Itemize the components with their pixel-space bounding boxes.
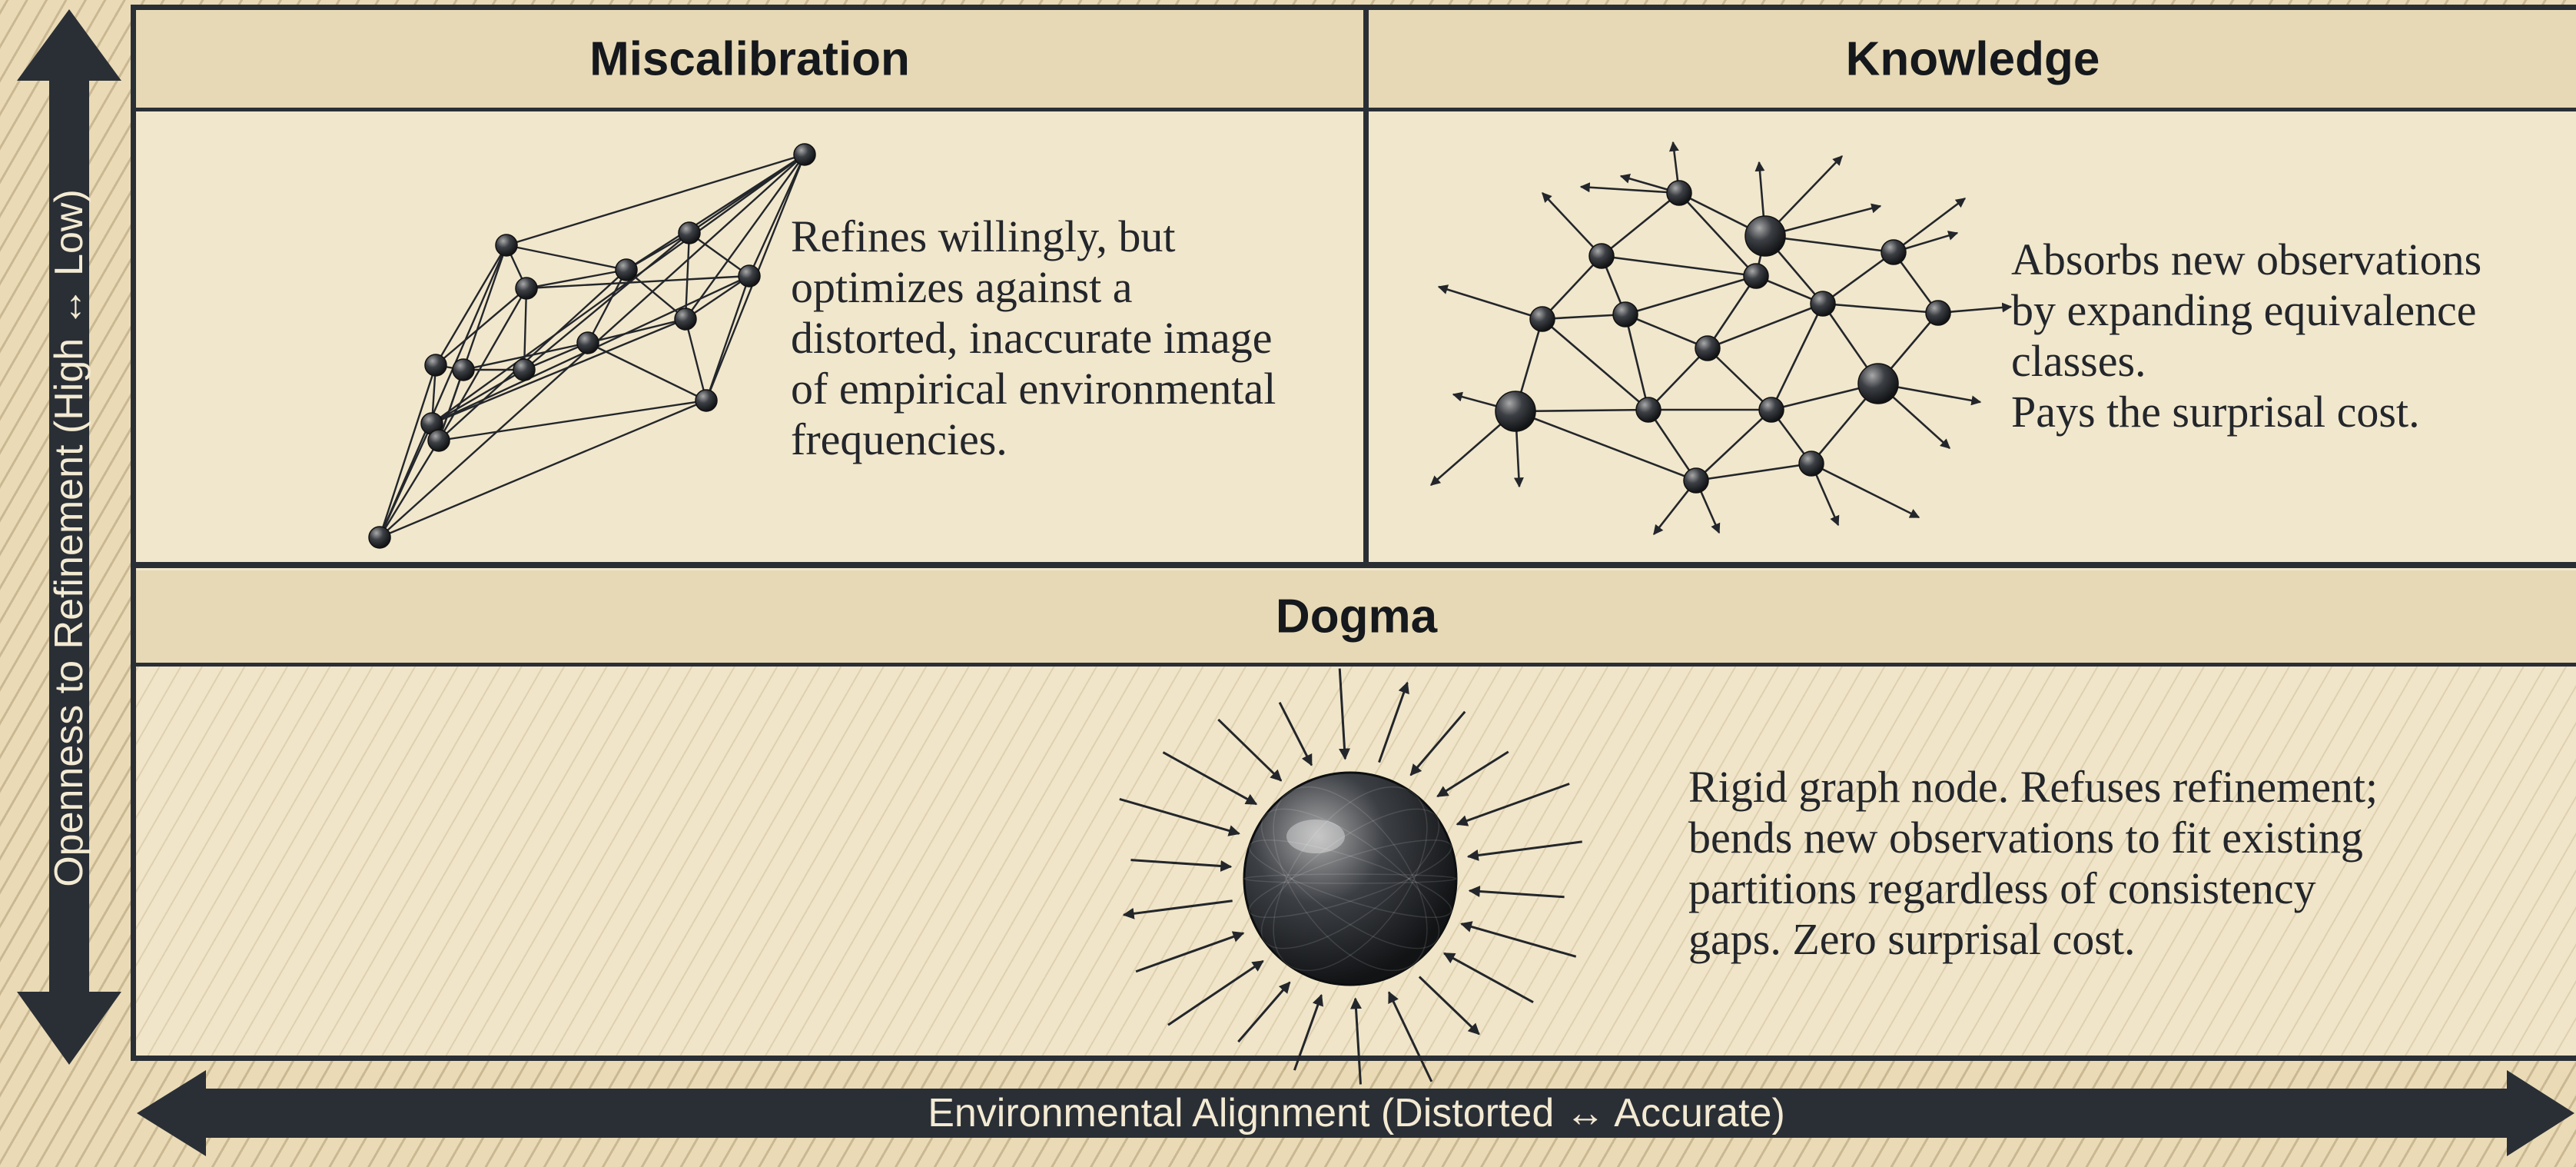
miscalibration-line: frequencies. (791, 414, 1007, 464)
dogma-sphere-icon (1119, 668, 1582, 1085)
dogma-header: Dogma (136, 570, 2576, 663)
dogma-line: bends new observations to fit existing (1688, 813, 2363, 863)
knowledge-graph-icon (1430, 141, 2013, 536)
y-axis-label: Openness to Refinement (High ↔ Low) (47, 189, 91, 887)
miscalibration-title: Miscalibration (589, 32, 910, 86)
quadrant-divider-vertical (1363, 10, 1369, 565)
dogma-description: Rigid graph node. Refuses refinement; be… (1688, 762, 2378, 965)
miscalibration-line: optimizes against a (791, 262, 1133, 312)
miscalibration-header: Miscalibration (136, 10, 1363, 108)
miscalibration-line: Refines willingly, but (791, 211, 1176, 261)
dogma-line: gaps. Zero surprisal cost. (1688, 914, 2136, 964)
y-axis-arrow (17, 9, 121, 1065)
miscalibration-line: of empirical environmental (791, 364, 1276, 414)
miscalibration-description: Refines willingly, but optimizes against… (791, 211, 1276, 465)
dogma-line: partitions regardless of consistency (1688, 863, 2316, 913)
quadrant-frame: Miscalibration Knowledge Dogma Refines w… (131, 5, 2576, 1085)
knowledge-title: Knowledge (1845, 32, 2100, 86)
miscalibration-graph-icon (368, 143, 816, 549)
knowledge-line: by expanding equivalence (2011, 285, 2477, 335)
dogma-line: Rigid graph node. Refuses refinement; (1688, 762, 2378, 812)
knowledge-line: Absorbs new observations (2011, 234, 2482, 284)
knowledge-line: classes. (2011, 336, 2146, 386)
dogma-title: Dogma (1275, 590, 1438, 643)
dogma-header-divider (136, 663, 2576, 667)
knowledge-description: Absorbs new observations by expanding eq… (2011, 234, 2481, 437)
header-divider-top (136, 108, 2576, 111)
x-axis-arrow (137, 1070, 2574, 1156)
miscalibration-line: distorted, inaccurate image (791, 313, 1273, 363)
x-axis-label: Environmental Alignment (Distorted ↔ Acc… (928, 1091, 1785, 1135)
knowledge-line: Pays the surprisal cost. (2011, 387, 2420, 437)
knowledge-header: Knowledge (1369, 10, 2576, 108)
quadrant-divider-horizontal (136, 562, 2576, 568)
